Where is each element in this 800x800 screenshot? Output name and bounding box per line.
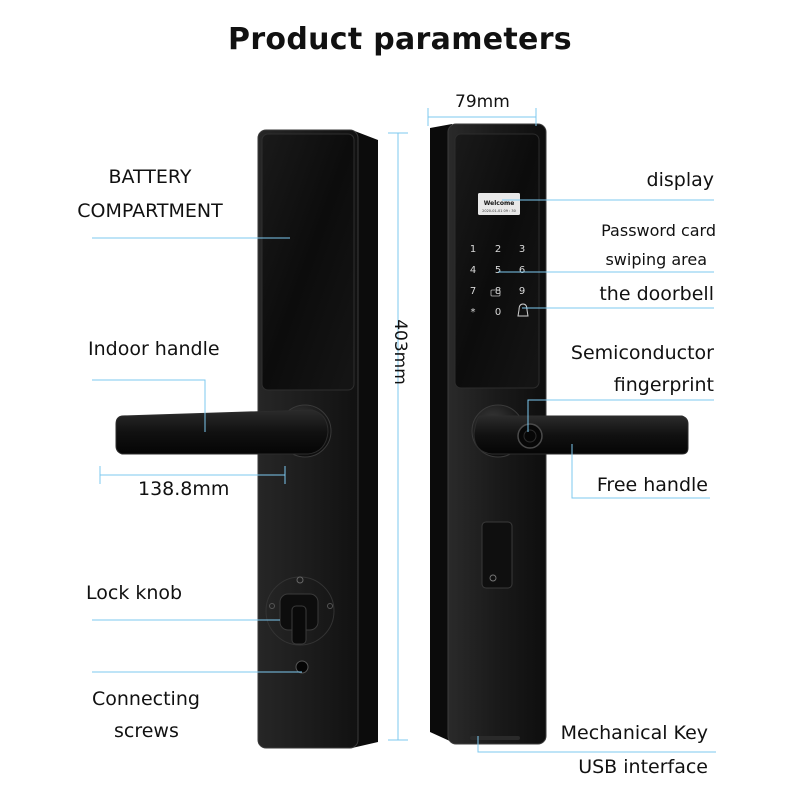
label-doorbell: the doorbell: [599, 283, 714, 305]
keypad-key[interactable]: 5: [495, 265, 501, 276]
leader-indoor-handle: [92, 379, 206, 432]
label-top-width: 79mm: [455, 92, 510, 112]
display-screen: [478, 193, 520, 215]
label-password-line1: Password card: [601, 221, 716, 240]
connecting-screw-hole: [295, 660, 309, 674]
lock-knob-grip: [291, 605, 307, 645]
keypad-key[interactable]: *: [471, 307, 476, 318]
lock-symbol-icon: [269, 603, 275, 609]
keypad-key[interactable]: 7: [470, 286, 476, 297]
label-mech-key: Mechanical Key: [560, 722, 708, 744]
page-title: Product parameters: [228, 22, 572, 57]
unlock-symbol-icon: [296, 576, 304, 584]
doorbell-icon[interactable]: [517, 303, 529, 317]
battery-cover: [261, 133, 355, 391]
outdoor-unit: Welcome 2020-01-01 09 : 30 1 2 3 4 5 6 7 8 9 * 0: [430, 123, 689, 745]
fingerprint-sensor-ring: [523, 429, 537, 443]
display-sub-text: 2020-01-01 09 : 30: [482, 209, 516, 213]
label-lock-knob: Lock knob: [86, 582, 183, 604]
leader-mechanical-key: [477, 736, 716, 753]
label-usb: USB interface: [578, 756, 708, 778]
keypad: 1 2 3 4 5 6 7 8 9 * 0: [470, 244, 525, 318]
keypad-key[interactable]: 4: [470, 265, 476, 276]
keypad-key[interactable]: 0: [495, 307, 501, 318]
label-free-handle: Free handle: [596, 474, 708, 496]
indoor-handle: [115, 409, 329, 455]
lock-knob-assembly: [265, 576, 335, 646]
label-display: display: [646, 169, 714, 191]
keypad-key[interactable]: 3: [519, 244, 525, 255]
keypad-glass-panel: [454, 133, 540, 389]
label-indoor-handle: Indoor handle: [88, 338, 220, 360]
label-semiconductor-line1: Semiconductor: [570, 342, 714, 364]
display-welcome-text: Welcome: [484, 200, 515, 207]
key-cover-release-icon: [489, 574, 497, 582]
leader-fingerprint: [527, 399, 714, 432]
lock-symbol-icon: [327, 603, 333, 609]
leader-lines: [92, 108, 716, 753]
label-password-line2: swiping area: [605, 250, 707, 269]
label-battery-line1: BATTERY: [108, 166, 192, 188]
outdoor-unit-side: [430, 124, 452, 742]
label-semiconductor-line2: fingerprint: [613, 374, 714, 396]
indoor-unit: [115, 129, 378, 749]
label-indoor-width: 138.8mm: [138, 478, 230, 500]
leader-free-handle: [571, 444, 710, 499]
free-handle: [473, 415, 689, 455]
mechanical-key-cover[interactable]: [481, 521, 513, 589]
label-connecting-line1: Connecting: [92, 688, 200, 710]
label-height: 403mm: [390, 319, 410, 385]
keypad-key[interactable]: 2: [495, 244, 501, 255]
keypad-key[interactable]: 9: [519, 286, 525, 297]
label-battery-line2: COMPARTMENT: [77, 200, 223, 222]
usb-port[interactable]: [470, 736, 520, 740]
card-swipe-icon: [490, 289, 501, 297]
keypad-key[interactable]: 8: [495, 286, 501, 297]
keypad-key[interactable]: 6: [519, 265, 525, 276]
fingerprint-sensor-icon[interactable]: [517, 423, 543, 449]
label-connecting-line2: screws: [114, 720, 179, 742]
keypad-key[interactable]: 1: [470, 244, 476, 255]
